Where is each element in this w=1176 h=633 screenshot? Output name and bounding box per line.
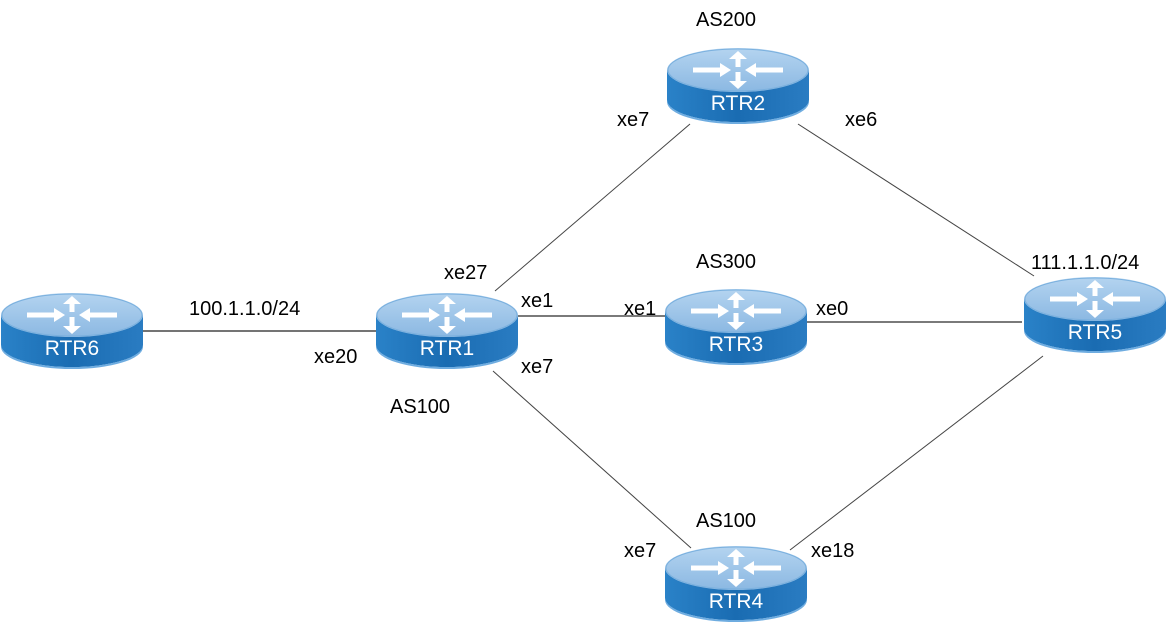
- link-rtr1-rtr2: [494, 123, 691, 292]
- interface-label-rtr2-xe7: xe7: [617, 109, 650, 131]
- router-label: RTR6: [45, 337, 99, 360]
- router-label: RTR5: [1068, 321, 1122, 344]
- router-label: RTR4: [709, 590, 764, 613]
- router-rtr3[interactable]: RTR3: [664, 288, 808, 366]
- router-label: RTR2: [711, 92, 765, 115]
- router-label: RTR3: [709, 333, 763, 356]
- as-label-rtr3: AS300: [696, 251, 757, 273]
- interface-label-rtr1-xe20: xe20: [314, 346, 358, 368]
- interface-label-rtr1-xe27: xe27: [444, 262, 488, 284]
- interface-label-rtr2-xe6: xe6: [845, 109, 878, 131]
- link-rtr4-rtr5: [789, 355, 1044, 551]
- router-label: RTR1: [420, 337, 474, 360]
- interface-label-rtr1-xe7: xe7: [521, 356, 554, 378]
- as-label-rtr1: AS100: [390, 396, 451, 418]
- router-rtr5[interactable]: RTR5: [1023, 276, 1167, 354]
- as-label-rtr4: AS100: [696, 510, 757, 532]
- interface-label-rtr4-xe7: xe7: [624, 540, 657, 562]
- link-rtr2-rtr5: [797, 123, 1035, 277]
- interface-label-rtr3-xe1: xe1: [624, 298, 657, 320]
- router-rtr2[interactable]: RTR2: [666, 47, 810, 125]
- network-label-rtr5: 111.1.1.0/24: [1031, 252, 1140, 274]
- link-rtr1-rtr4: [492, 370, 692, 549]
- interface-label-rtr4-xe18: xe18: [811, 540, 855, 562]
- interface-label-rtr3-xe0: xe0: [816, 298, 849, 320]
- router-rtr6[interactable]: RTR6: [0, 292, 144, 370]
- router-rtr4[interactable]: RTR4: [664, 545, 808, 623]
- network-label-rtr6-rtr1: 100.1.1.0/24: [189, 298, 301, 320]
- as-label-rtr2: AS200: [696, 9, 757, 31]
- router-rtr1[interactable]: RTR1: [375, 292, 519, 370]
- interface-label-rtr1-xe1: xe1: [521, 290, 554, 312]
- links: [142, 123, 1044, 551]
